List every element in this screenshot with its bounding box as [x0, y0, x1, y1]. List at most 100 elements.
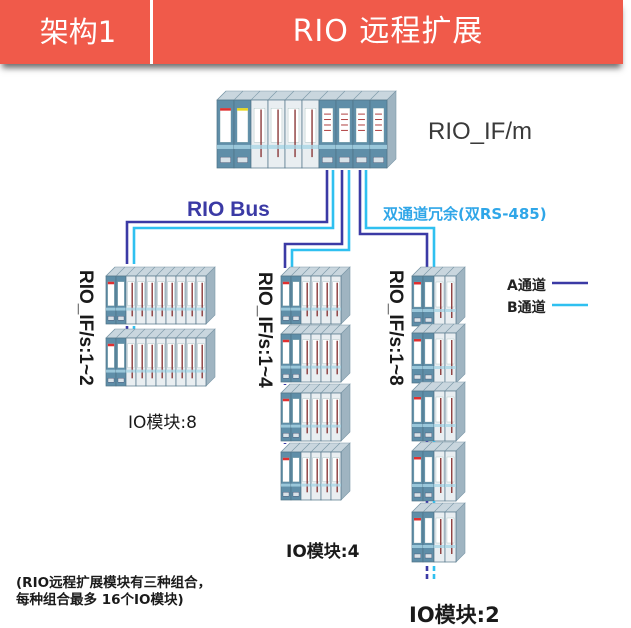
terminal-strip — [151, 344, 153, 379]
slot-edge — [300, 324, 311, 335]
connector — [425, 553, 432, 559]
connector — [425, 317, 432, 323]
io-count-branch-3: IO模块:2 — [409, 603, 500, 627]
module-band — [412, 545, 423, 548]
indicator — [324, 119, 331, 121]
rack-side — [455, 441, 466, 502]
master-rack — [216, 90, 397, 169]
terminal-strip — [440, 398, 442, 433]
bus-a-branch-3 — [358, 170, 429, 268]
status-led-red — [282, 457, 290, 461]
module-panel — [446, 281, 455, 308]
module-band — [281, 424, 291, 428]
module-panel — [127, 343, 135, 368]
terminal-strip — [451, 283, 453, 318]
connector — [425, 432, 432, 438]
module-panel — [413, 456, 422, 483]
module-band — [412, 424, 423, 427]
module-panel — [137, 343, 145, 368]
status-led-yellow — [237, 108, 248, 111]
terminal-strip — [260, 109, 262, 158]
module-band — [321, 483, 331, 487]
module-panel — [312, 281, 320, 306]
module-panel — [446, 456, 455, 483]
module-band — [412, 309, 423, 312]
legend-b-label: B通道 — [507, 300, 546, 316]
terminal-strip — [326, 458, 328, 493]
indicator — [358, 124, 365, 126]
indicator — [358, 129, 365, 131]
module-band — [311, 307, 321, 311]
footnote: (RIO远程扩展模块有三种组合， 每种组合最多 16个IO模块) — [16, 575, 212, 608]
page-title: RIO 远程扩展 — [292, 14, 484, 49]
module-band — [285, 144, 302, 149]
module-band — [331, 424, 341, 428]
slot-edge — [444, 502, 455, 513]
slave-rack-branch-3 — [411, 502, 466, 563]
connector — [282, 316, 290, 321]
module-panel — [282, 398, 290, 423]
slot-edge — [330, 442, 341, 453]
connector — [292, 492, 300, 497]
header-divider — [150, 0, 153, 64]
bus-b-branch-1 — [132, 170, 335, 264]
terminal-strip — [171, 344, 173, 379]
module-panel — [292, 398, 300, 423]
slave-rack-branch-2 — [280, 442, 351, 501]
module-panel — [219, 108, 232, 143]
terminal-strip — [141, 344, 143, 379]
slot-edge — [330, 383, 341, 394]
slot-edge — [310, 266, 321, 277]
slot-edge — [444, 323, 455, 334]
module-panel — [282, 457, 290, 482]
module-panel — [312, 398, 320, 423]
connector — [117, 378, 125, 383]
slot-edge — [135, 266, 146, 277]
terminal-strip — [440, 458, 442, 493]
module-band — [423, 545, 434, 548]
module-band — [234, 144, 251, 149]
module-band — [423, 366, 434, 369]
module-panel — [137, 281, 145, 306]
terminal-strip — [201, 282, 203, 317]
slot-edge — [433, 381, 444, 392]
rack-side — [340, 383, 351, 442]
connector — [425, 374, 432, 380]
connector — [373, 156, 384, 163]
module-panel — [127, 281, 135, 306]
module-panel — [270, 108, 283, 143]
module-panel — [304, 108, 317, 143]
slot-edge — [175, 266, 186, 277]
module-band — [445, 545, 456, 548]
module-panel — [413, 517, 422, 544]
bus-b-branch-3 — [364, 170, 436, 268]
module-panel — [424, 517, 433, 544]
slot-edge — [433, 441, 444, 452]
slave-label-branch-3: RIO_IF/s:1~8 — [385, 270, 406, 386]
terminal-strip — [306, 282, 308, 317]
module-panel — [147, 281, 155, 306]
module-panel — [167, 281, 175, 306]
module-band — [217, 144, 234, 149]
indicator — [341, 119, 348, 121]
terminal-strip — [306, 458, 308, 493]
terminal-strip — [451, 340, 453, 375]
module-band — [136, 369, 146, 373]
slot-edge — [422, 502, 433, 513]
module-band — [176, 307, 186, 311]
module-band — [445, 366, 456, 369]
terminal-strip — [141, 282, 143, 317]
module-band — [445, 309, 456, 312]
terminal-strip — [326, 399, 328, 434]
module-panel — [424, 338, 433, 365]
status-led-red — [282, 339, 290, 343]
slave-rack-branch-2 — [280, 383, 351, 442]
module-band — [319, 144, 336, 149]
module-panel — [157, 281, 165, 306]
connector — [414, 492, 421, 498]
slot-edge — [433, 502, 444, 513]
module-panel — [177, 281, 185, 306]
module-band — [291, 365, 301, 369]
slot-edge — [411, 381, 422, 392]
terminal-strip — [171, 282, 173, 317]
